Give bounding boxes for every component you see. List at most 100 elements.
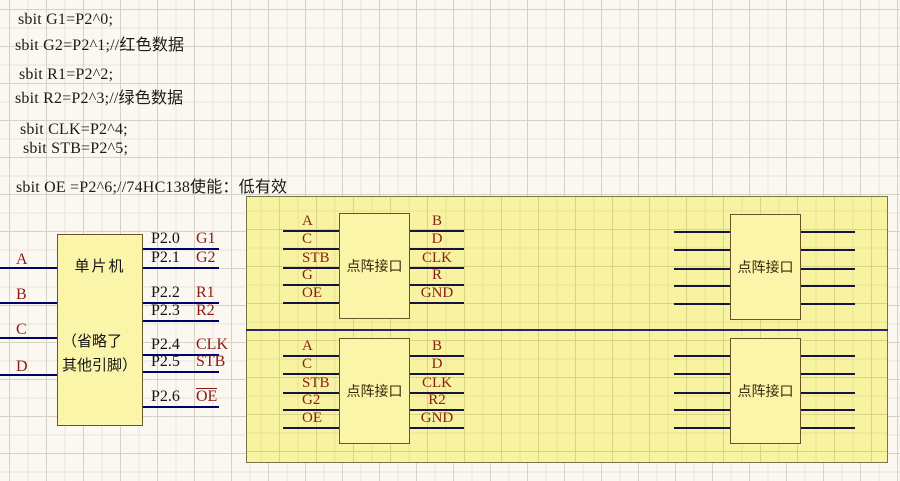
pin-row: G <box>283 267 339 287</box>
pin-row <box>674 214 730 234</box>
pin-row <box>801 356 855 376</box>
code-line: sbit R1=P2^2; <box>19 66 114 83</box>
separator-line <box>246 329 888 331</box>
code-line: sbit G2=P2^1;//红色数据 <box>15 37 185 54</box>
pin-line <box>0 374 57 376</box>
pin-label: G <box>302 267 313 283</box>
pin-row <box>801 232 855 252</box>
signal-label: G1 <box>196 230 216 247</box>
pin-row <box>801 392 855 412</box>
signal-label: G2 <box>196 249 216 266</box>
pin-row: C <box>283 356 339 376</box>
mcu-block <box>57 234 143 426</box>
port-label: P2.6 <box>151 388 180 405</box>
pin-label: OE <box>302 285 322 301</box>
pin-row: OE <box>283 410 339 430</box>
pin-line <box>283 427 339 429</box>
code-line: sbit OE =P2^6;//74HC138使能：低有效 <box>16 179 288 196</box>
signal-label-active-low: OE <box>196 388 218 405</box>
pin-row: GND <box>410 285 464 305</box>
pin-label: C <box>302 231 313 247</box>
pin-row: A <box>283 338 339 358</box>
pin-row <box>674 392 730 412</box>
pin-label: R2 <box>428 392 446 408</box>
pin-row: CLK <box>410 250 464 270</box>
pin-line <box>801 373 855 375</box>
pin-row <box>801 338 855 358</box>
pin-line <box>143 371 219 373</box>
block-outline <box>730 214 801 320</box>
pin-label: A <box>16 251 28 268</box>
pin-label: D <box>431 356 443 372</box>
mcu-left-pin: C <box>0 321 57 341</box>
pin-line <box>410 302 464 304</box>
dot-matrix-interface-block-2: 点阵接口 A C STB G2 OE B D CLK R2 GND <box>283 338 464 445</box>
pin-label: B <box>16 286 27 303</box>
pin-label: G2 <box>302 392 321 408</box>
port-label: P2.4 <box>151 336 180 353</box>
block-outline <box>339 338 410 444</box>
port-label: P2.1 <box>151 249 180 266</box>
pin-row <box>674 356 730 376</box>
pin-line <box>283 392 339 394</box>
mcu-left-pin: B <box>0 286 57 306</box>
pin-line <box>674 285 730 287</box>
mcu-right-pin: P2.3 R2 <box>143 302 219 323</box>
mcu-note-line1: （省略了 <box>62 334 123 350</box>
pin-line <box>143 248 219 250</box>
pin-line <box>143 406 219 408</box>
pin-line <box>801 268 855 270</box>
pin-line <box>674 373 730 375</box>
pin-row: CLK <box>410 375 464 395</box>
mcu-left-pin: D <box>0 358 57 378</box>
pin-line <box>410 409 464 411</box>
pin-row: B <box>410 338 464 358</box>
pin-row <box>674 232 730 252</box>
pin-line <box>283 230 339 232</box>
pin-row: R <box>410 267 464 287</box>
pin-label: OE <box>302 410 322 426</box>
pin-line <box>674 355 730 357</box>
dot-matrix-interface-block-3: 点阵接口 <box>674 214 855 321</box>
pin-row <box>801 251 855 271</box>
pin-row: GND <box>410 410 464 430</box>
pin-label: CLK <box>422 375 452 391</box>
port-label: P2.3 <box>151 302 180 319</box>
pin-label: B <box>431 213 442 229</box>
pin-label: D <box>16 358 28 375</box>
pin-line <box>283 302 339 304</box>
mcu-right-pin: P2.2 R1 <box>143 284 219 305</box>
block-title: 点阵接口 <box>346 260 403 275</box>
mcu-right-pin: P2.5 STB <box>143 353 225 374</box>
pin-row <box>674 286 730 306</box>
signal-label: STB <box>196 353 226 370</box>
pin-line <box>801 249 855 251</box>
pin-line <box>674 303 730 305</box>
mcu-right-pin: P2.0 G1 <box>143 230 219 251</box>
pin-label: GND <box>420 410 454 426</box>
pin-label: B <box>431 338 442 354</box>
signal-label: R2 <box>196 302 215 319</box>
pin-row <box>674 251 730 271</box>
pin-row: B <box>410 213 464 233</box>
pin-line <box>410 267 464 269</box>
pin-line <box>283 267 339 269</box>
block-outline <box>339 213 410 319</box>
pin-line <box>410 230 464 232</box>
pin-line <box>674 427 730 429</box>
block-title: 点阵接口 <box>737 261 794 276</box>
pin-line <box>801 427 855 429</box>
pin-label: C <box>16 321 27 338</box>
pin-label: GND <box>420 285 454 301</box>
pin-row <box>674 338 730 358</box>
pin-line <box>410 373 464 375</box>
pin-row <box>674 410 730 430</box>
code-line: sbit STB=P2^5; <box>23 140 129 157</box>
pin-line <box>410 284 464 286</box>
pin-line <box>801 303 855 305</box>
port-label: P2.5 <box>151 353 180 370</box>
pin-line <box>674 231 730 233</box>
pin-line <box>801 392 855 394</box>
block-title: 点阵接口 <box>346 385 403 400</box>
pin-row <box>801 375 855 395</box>
